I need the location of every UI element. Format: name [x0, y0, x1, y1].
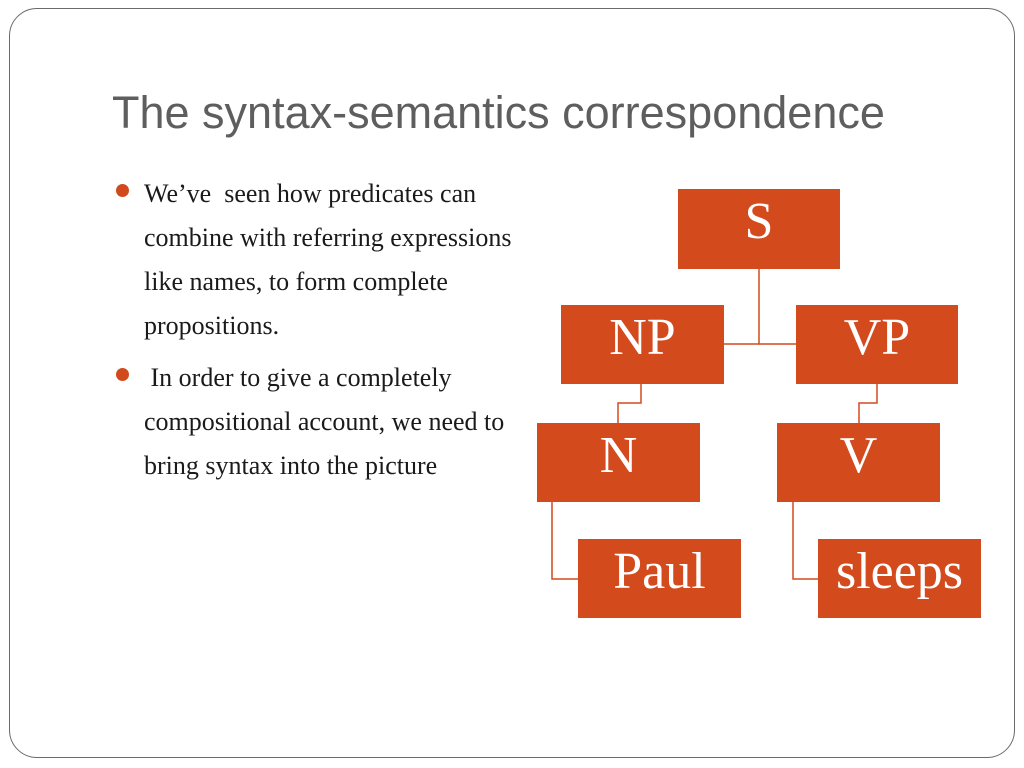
- bullet-list: We’ve seen how predicates can combine wi…: [116, 172, 516, 496]
- bullet-dot-icon: [116, 184, 129, 197]
- tree-node-n: N: [537, 423, 700, 502]
- bullet-item: In order to give a completely compositio…: [116, 356, 516, 488]
- bullet-dot-icon: [116, 368, 129, 381]
- tree-node-np: NP: [561, 305, 724, 384]
- slide-title: The syntax-semantics correspondence: [112, 87, 885, 138]
- tree-node-vp: VP: [796, 305, 958, 384]
- bullet-text: In order to give a completely compositio…: [144, 363, 511, 480]
- bullet-item: We’ve seen how predicates can combine wi…: [116, 172, 516, 348]
- tree-node-paul: Paul: [578, 539, 741, 618]
- bullet-text: We’ve seen how predicates can combine wi…: [144, 179, 519, 340]
- tree-node-sleeps: sleeps: [818, 539, 981, 618]
- tree-node-s: S: [678, 189, 840, 269]
- tree-node-v: V: [777, 423, 940, 502]
